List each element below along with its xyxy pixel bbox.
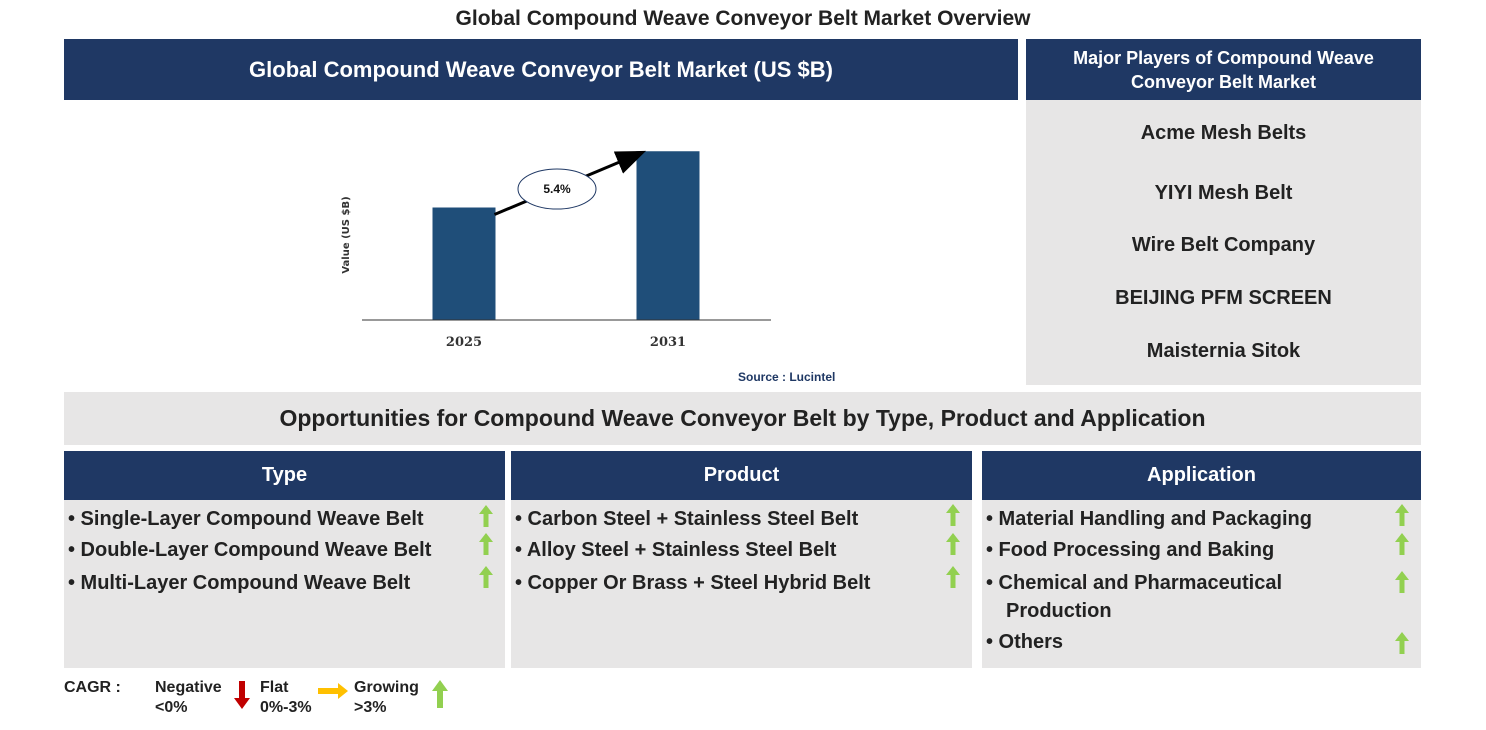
player-name: BEIJING PFM SCREEN	[1115, 287, 1332, 309]
player-name: YIYI Mesh Belt	[1154, 182, 1293, 204]
market-bar-chart: 2025 2031 Value (US $B) 5.4% Source : Lucint…	[341, 150, 835, 384]
page-title: Global Compound Weave Conveyor Belt Mark…	[455, 7, 1031, 30]
list-item-text-continued: Production	[1006, 600, 1112, 622]
opportunities-title: Opportunities for Compound Weave Conveyo…	[64, 392, 1421, 445]
chart-section-title: Global Compound Weave Conveyor Belt Mark…	[64, 39, 1018, 100]
product-column-header: Product	[511, 451, 972, 500]
type-column-header: Type	[64, 451, 505, 500]
legend-negative-range: <0%	[155, 699, 188, 716]
red-down-arrow-icon	[234, 681, 250, 709]
green-up-arrow-icon	[1395, 632, 1409, 654]
x-tick-label: 2025	[446, 335, 482, 350]
green-up-arrow-icon	[946, 566, 960, 588]
legend-negative-label: Negative	[155, 679, 222, 696]
green-up-arrow-icon	[946, 504, 960, 526]
player-name: Acme Mesh Belts	[1140, 122, 1307, 144]
list-item: • Copper Or Brass + Steel Hybrid Belt	[515, 572, 871, 594]
green-up-arrow-icon	[432, 680, 448, 708]
list-item: • Others	[986, 631, 1064, 653]
legend-flat: Flat 0%-3%	[260, 678, 312, 718]
players-list: Acme Mesh Belts YIYI Mesh Belt Wire Belt…	[1026, 100, 1421, 385]
application-column-list: • Material Handling and Packaging • Food…	[982, 500, 1421, 668]
legend-growing-label: Growing	[354, 679, 419, 696]
list-item: • Chemical and Pharmaceutical Production	[986, 569, 1282, 625]
product-column-list: • Carbon Steel + Stainless Steel Belt • …	[511, 500, 972, 668]
list-item: • Single-Layer Compound Weave Belt	[68, 508, 424, 530]
legend-flat-range: 0%-3%	[260, 699, 312, 716]
list-item-text: • Chemical and Pharmaceutical	[986, 572, 1283, 594]
cagr-label: 5.4%	[543, 182, 571, 196]
green-up-arrow-icon	[1395, 533, 1409, 555]
players-title: Major Players of Compound Weave Conveyor…	[1026, 39, 1421, 100]
green-up-arrow-icon	[479, 566, 493, 588]
list-item: • Alloy Steel + Stainless Steel Belt	[515, 539, 837, 561]
chart-area: 2025 2031 Value (US $B) 5.4% Source : Lucint…	[64, 100, 1018, 390]
legend-growing: Growing >3%	[354, 678, 419, 718]
type-column-list: • Single-Layer Compound Weave Belt • Dou…	[64, 500, 505, 668]
source-label: Source : Lucintel	[738, 370, 835, 384]
green-up-arrow-icon	[1395, 504, 1409, 526]
green-up-arrow-icon	[479, 533, 493, 555]
application-column-header: Application	[982, 451, 1421, 500]
green-up-arrow-icon	[1395, 571, 1409, 593]
bar-2031	[636, 151, 700, 320]
list-item: • Carbon Steel + Stainless Steel Belt	[515, 508, 859, 530]
green-up-arrow-icon	[479, 505, 493, 527]
list-item: • Material Handling and Packaging	[986, 508, 1312, 530]
bar-2025	[432, 207, 496, 320]
list-item: • Food Processing and Baking	[986, 539, 1275, 561]
legend-flat-label: Flat	[260, 679, 289, 696]
list-item: • Multi-Layer Compound Weave Belt	[68, 572, 411, 594]
legend-negative: Negative <0%	[155, 678, 222, 718]
green-up-arrow-icon	[946, 533, 960, 555]
list-item: • Double-Layer Compound Weave Belt	[68, 539, 432, 561]
legend-cagr-label: CAGR :	[64, 679, 121, 696]
legend-growing-range: >3%	[354, 699, 387, 716]
player-name: Wire Belt Company	[1131, 234, 1316, 256]
x-tick-label: 2031	[650, 335, 686, 350]
cagr-bubble	[517, 168, 597, 210]
yellow-right-arrow-icon	[318, 683, 348, 699]
player-name: Maisternia Sitok	[1146, 340, 1301, 362]
y-axis-label: Value (US $B)	[341, 196, 352, 273]
